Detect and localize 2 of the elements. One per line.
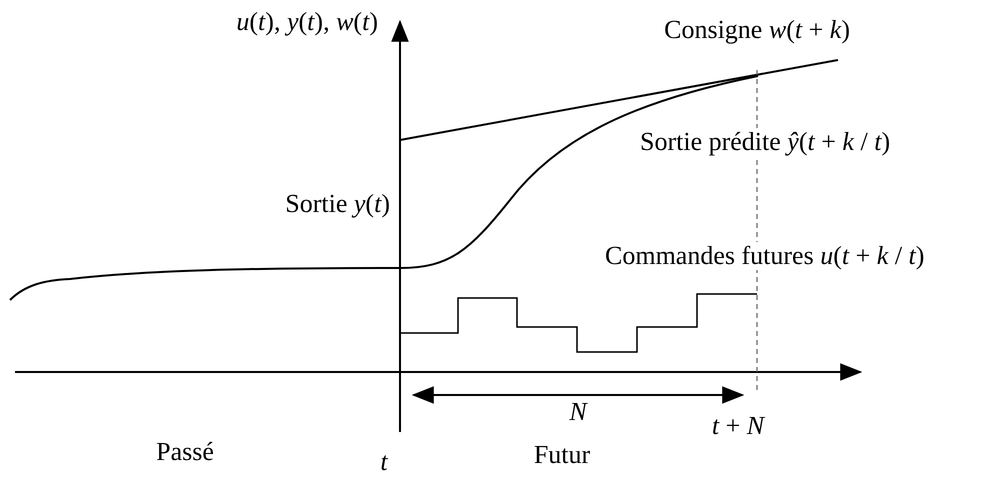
axis-label: Sortie prédite ŷ(t + k / t) bbox=[640, 128, 890, 156]
axis-label: Commandes futures u(t + k / t) bbox=[605, 242, 924, 270]
